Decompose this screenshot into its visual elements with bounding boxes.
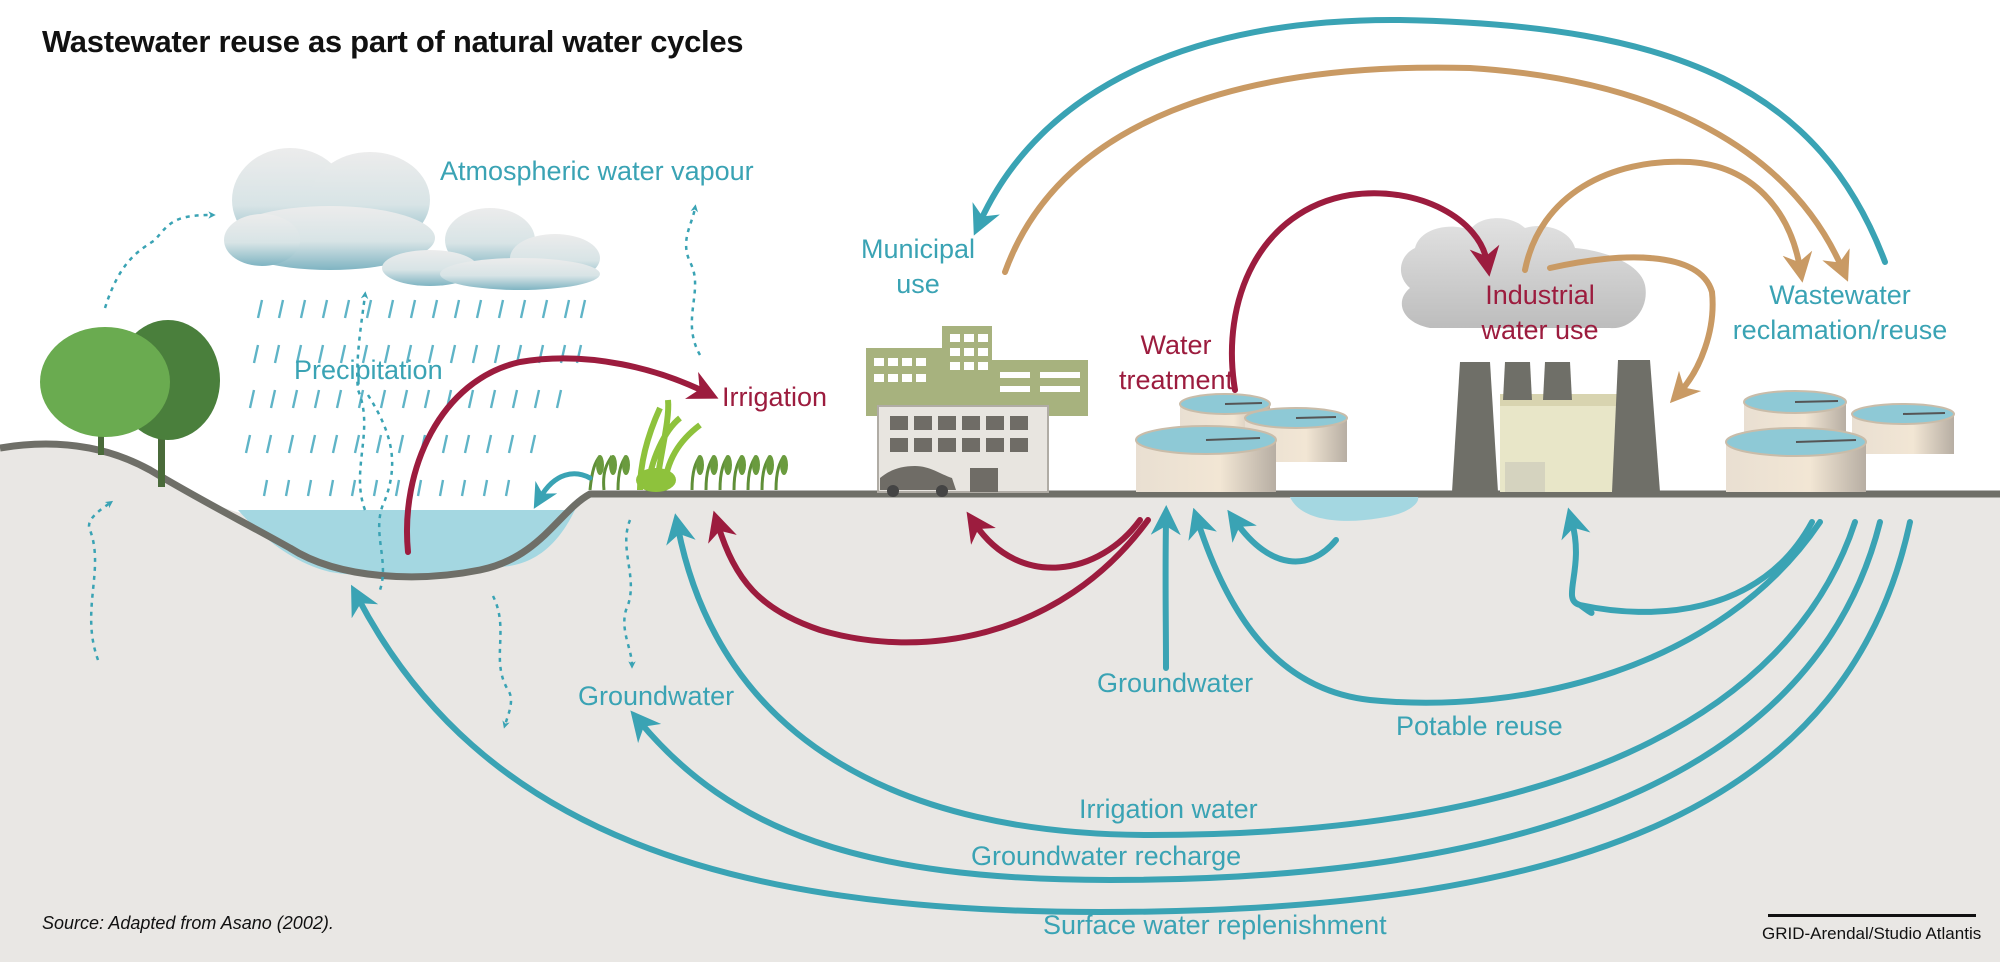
municipal-building — [866, 326, 1088, 497]
label-municipal-use: Municipal use — [860, 234, 976, 299]
arrow-industrial-to-plant — [1547, 254, 1716, 404]
water-treatment-tanks — [1135, 393, 1348, 492]
diagram-title: Wastewater reuse as part of natural wate… — [42, 24, 744, 59]
arrow-surface-water-replenishment — [351, 519, 1913, 916]
small-pond — [1290, 497, 1419, 521]
label-groundwater-center: Groundwater — [1097, 668, 1254, 698]
flow-arrows-upper — [404, 16, 1888, 555]
crops — [588, 399, 788, 492]
label-groundwater-left: Groundwater — [578, 681, 735, 711]
arrow-industrial-to-reclamation — [1522, 158, 1813, 283]
ground-area — [0, 444, 2000, 962]
label-wastewater-reclamation: Wastewater reclamation/reuse — [1732, 280, 1948, 345]
label-surface-water-replenishment: Surface water replenishment — [1043, 910, 1387, 940]
credit-text: GRID-Arendal/Studio Atlantis — [1762, 924, 1982, 943]
label-atmospheric-water-vapour: Atmospheric water vapour — [440, 156, 754, 186]
arrow-potable-reuse — [1188, 507, 1823, 706]
source-note: Source: Adapted from Asano (2002). — [42, 913, 334, 933]
arrow-crops-to-lake — [533, 471, 593, 509]
credit-rule — [1768, 914, 1976, 917]
label-potable-reuse: Potable reuse — [1396, 711, 1563, 741]
arrow-reclamation-to-industrial — [1561, 507, 1815, 616]
car — [880, 466, 956, 490]
arrow-lake-to-irrigation — [404, 355, 719, 555]
rain — [244, 299, 587, 497]
arrow-municipal-to-reclamation — [1002, 64, 1850, 282]
arrow-treatment-to-municipal — [966, 511, 1143, 571]
flow-arrows-lower — [351, 505, 1913, 916]
arrow-irrigation-water — [666, 513, 1858, 839]
arrow-reclamation-to-municipal — [972, 16, 1888, 265]
reclamation-tanks — [1725, 390, 1955, 492]
evaporation-arrows — [87, 204, 702, 729]
label-industrial-water-use: Industrial water use — [1481, 280, 1599, 345]
label-precipitation: Precipitation — [294, 355, 443, 385]
trees — [40, 320, 220, 487]
label-groundwater-recharge: Groundwater recharge — [971, 841, 1242, 871]
label-water-treatment: Water treatment — [1118, 330, 1234, 395]
arrow-pond-to-treatment — [1227, 509, 1339, 565]
industrial-plant — [1400, 218, 1660, 492]
arrow-treatment-to-irrigation — [708, 510, 1151, 646]
rain-cloud — [224, 148, 600, 290]
label-irrigation-water: Irrigation water — [1079, 794, 1258, 824]
arrow-treatment-to-industrial — [1228, 190, 1500, 393]
label-irrigation: Irrigation — [722, 382, 828, 412]
ground-line — [0, 440, 2000, 581]
arrow-groundwater-recharge — [630, 519, 1883, 884]
